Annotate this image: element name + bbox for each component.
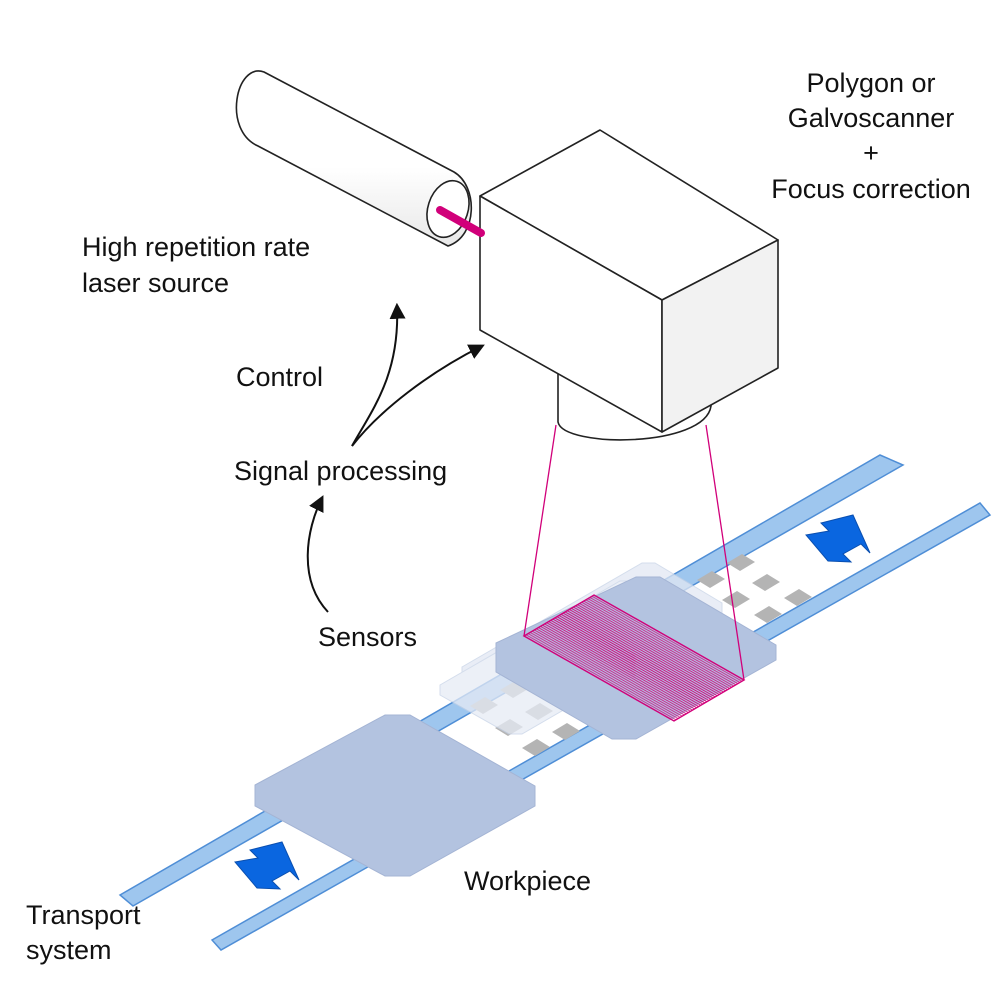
scan-line bbox=[556, 616, 708, 703]
sensor-pad bbox=[784, 589, 812, 606]
flow-arrows bbox=[306, 302, 485, 613]
scan-line bbox=[589, 596, 741, 683]
scan-line bbox=[571, 607, 722, 694]
scan-line bbox=[546, 622, 697, 709]
scan-line bbox=[540, 625, 691, 712]
sensor-pad bbox=[752, 574, 780, 591]
scan-line bbox=[527, 633, 679, 720]
scan-line bbox=[550, 619, 702, 706]
scan-line bbox=[573, 606, 724, 693]
control-label: Control bbox=[236, 362, 323, 392]
scan-line bbox=[562, 612, 714, 699]
scanner-head bbox=[479, 129, 779, 441]
scan-line bbox=[585, 599, 737, 686]
sensor-pad bbox=[722, 591, 750, 608]
scanner-box-side bbox=[661, 239, 779, 433]
scan-line bbox=[544, 623, 695, 710]
scan-line bbox=[591, 595, 743, 682]
sensor-pad bbox=[552, 723, 580, 740]
laser-label-line2: laser source bbox=[82, 268, 229, 298]
curved-arrow-icon bbox=[306, 495, 329, 613]
scan-line bbox=[548, 621, 699, 707]
scan-line bbox=[560, 613, 712, 700]
curved-arrow-icon bbox=[351, 302, 406, 447]
workpiece bbox=[254, 714, 536, 877]
sensor-pad bbox=[697, 571, 725, 588]
scan-line bbox=[542, 624, 693, 711]
sensor-pad bbox=[754, 606, 782, 623]
workpiece-processing bbox=[495, 576, 777, 740]
scan-line bbox=[531, 630, 683, 717]
scan-line bbox=[577, 604, 728, 691]
scanner-label-line2: Galvoscanner bbox=[788, 103, 955, 133]
scan-line bbox=[529, 631, 681, 718]
arrow-up-right-icon bbox=[234, 841, 300, 890]
transport-label-line1: Transport bbox=[26, 900, 141, 930]
workpiece-label: Workpiece bbox=[464, 866, 591, 896]
laser-source bbox=[235, 70, 485, 247]
transport-label-line2: system bbox=[26, 935, 112, 965]
scan-line bbox=[566, 610, 718, 697]
laser-cylinder bbox=[235, 70, 473, 247]
scan-line bbox=[579, 603, 730, 689]
laser-beam-cone bbox=[523, 424, 745, 681]
arrow-up-right-icon bbox=[805, 514, 871, 563]
laser-beam bbox=[436, 206, 485, 237]
scan-line bbox=[581, 601, 732, 688]
scanner-label-line1: Polygon or bbox=[806, 68, 935, 98]
curved-arrow-icon bbox=[351, 344, 485, 447]
laser-label-line1: High repetition rate bbox=[82, 232, 310, 262]
scan-line bbox=[525, 634, 677, 721]
signal-processing-label: Signal processing bbox=[234, 456, 447, 486]
scan-line bbox=[554, 617, 706, 704]
scan-line bbox=[538, 627, 689, 713]
scanner-label-line4: Focus correction bbox=[771, 174, 971, 204]
scan-line bbox=[587, 598, 739, 685]
scan-line bbox=[536, 628, 687, 715]
scan-line bbox=[575, 605, 726, 692]
scanner-label-line3: + bbox=[863, 138, 879, 168]
sensors-label: Sensors bbox=[318, 622, 417, 652]
sensor-pad bbox=[727, 554, 755, 571]
scan-line bbox=[552, 618, 704, 705]
scan-line bbox=[569, 609, 720, 695]
scan-line bbox=[558, 615, 710, 701]
scan-line bbox=[564, 611, 716, 698]
sensor-pad bbox=[522, 739, 550, 756]
labels: Polygon or Galvoscanner + Focus correcti… bbox=[26, 68, 971, 965]
scan-line bbox=[534, 629, 685, 716]
scan-line bbox=[583, 600, 734, 687]
